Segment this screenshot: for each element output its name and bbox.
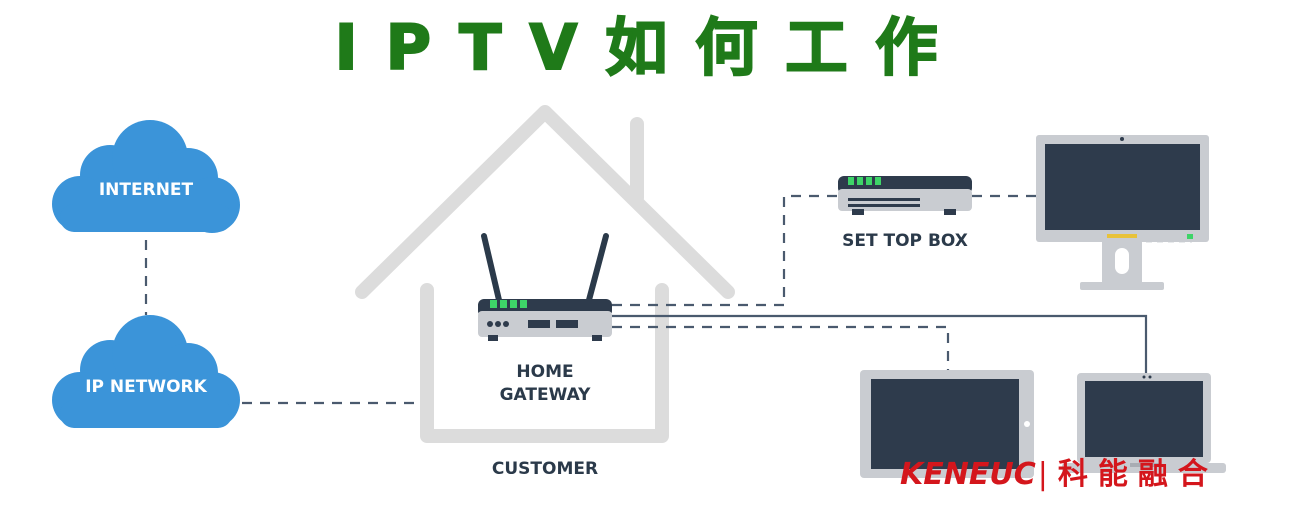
ip-network-cloud	[52, 315, 240, 428]
internet-cloud	[52, 120, 240, 233]
home-gateway-label-line2: GATEWAY	[499, 385, 591, 405]
brand-latin: KENEUC	[900, 457, 1036, 492]
home-gateway-router	[478, 233, 612, 341]
internet-label: INTERNET	[98, 180, 194, 200]
set-top-box-label: SET TOP BOX	[842, 231, 968, 251]
tv-monitor	[1036, 135, 1209, 290]
tablet-device	[860, 370, 1034, 478]
home-gateway-label-line1: HOME	[516, 362, 574, 382]
brand-logo: KENEUC| 科能融合	[900, 455, 1280, 495]
customer-label: CUSTOMER	[491, 459, 599, 479]
page-title: IPTV如何工作	[334, 10, 966, 85]
ip-network-label: IP NETWORK	[85, 377, 207, 397]
set-top-box	[838, 176, 972, 215]
brand-chinese: 科能融合	[1057, 457, 1218, 492]
house-outline	[355, 105, 735, 443]
laptop-device	[1062, 373, 1226, 473]
home-gateway-label: HOME GATEWAY	[470, 361, 620, 407]
connection-lines	[144, 194, 1192, 405]
brand-separator: |	[1037, 457, 1048, 492]
